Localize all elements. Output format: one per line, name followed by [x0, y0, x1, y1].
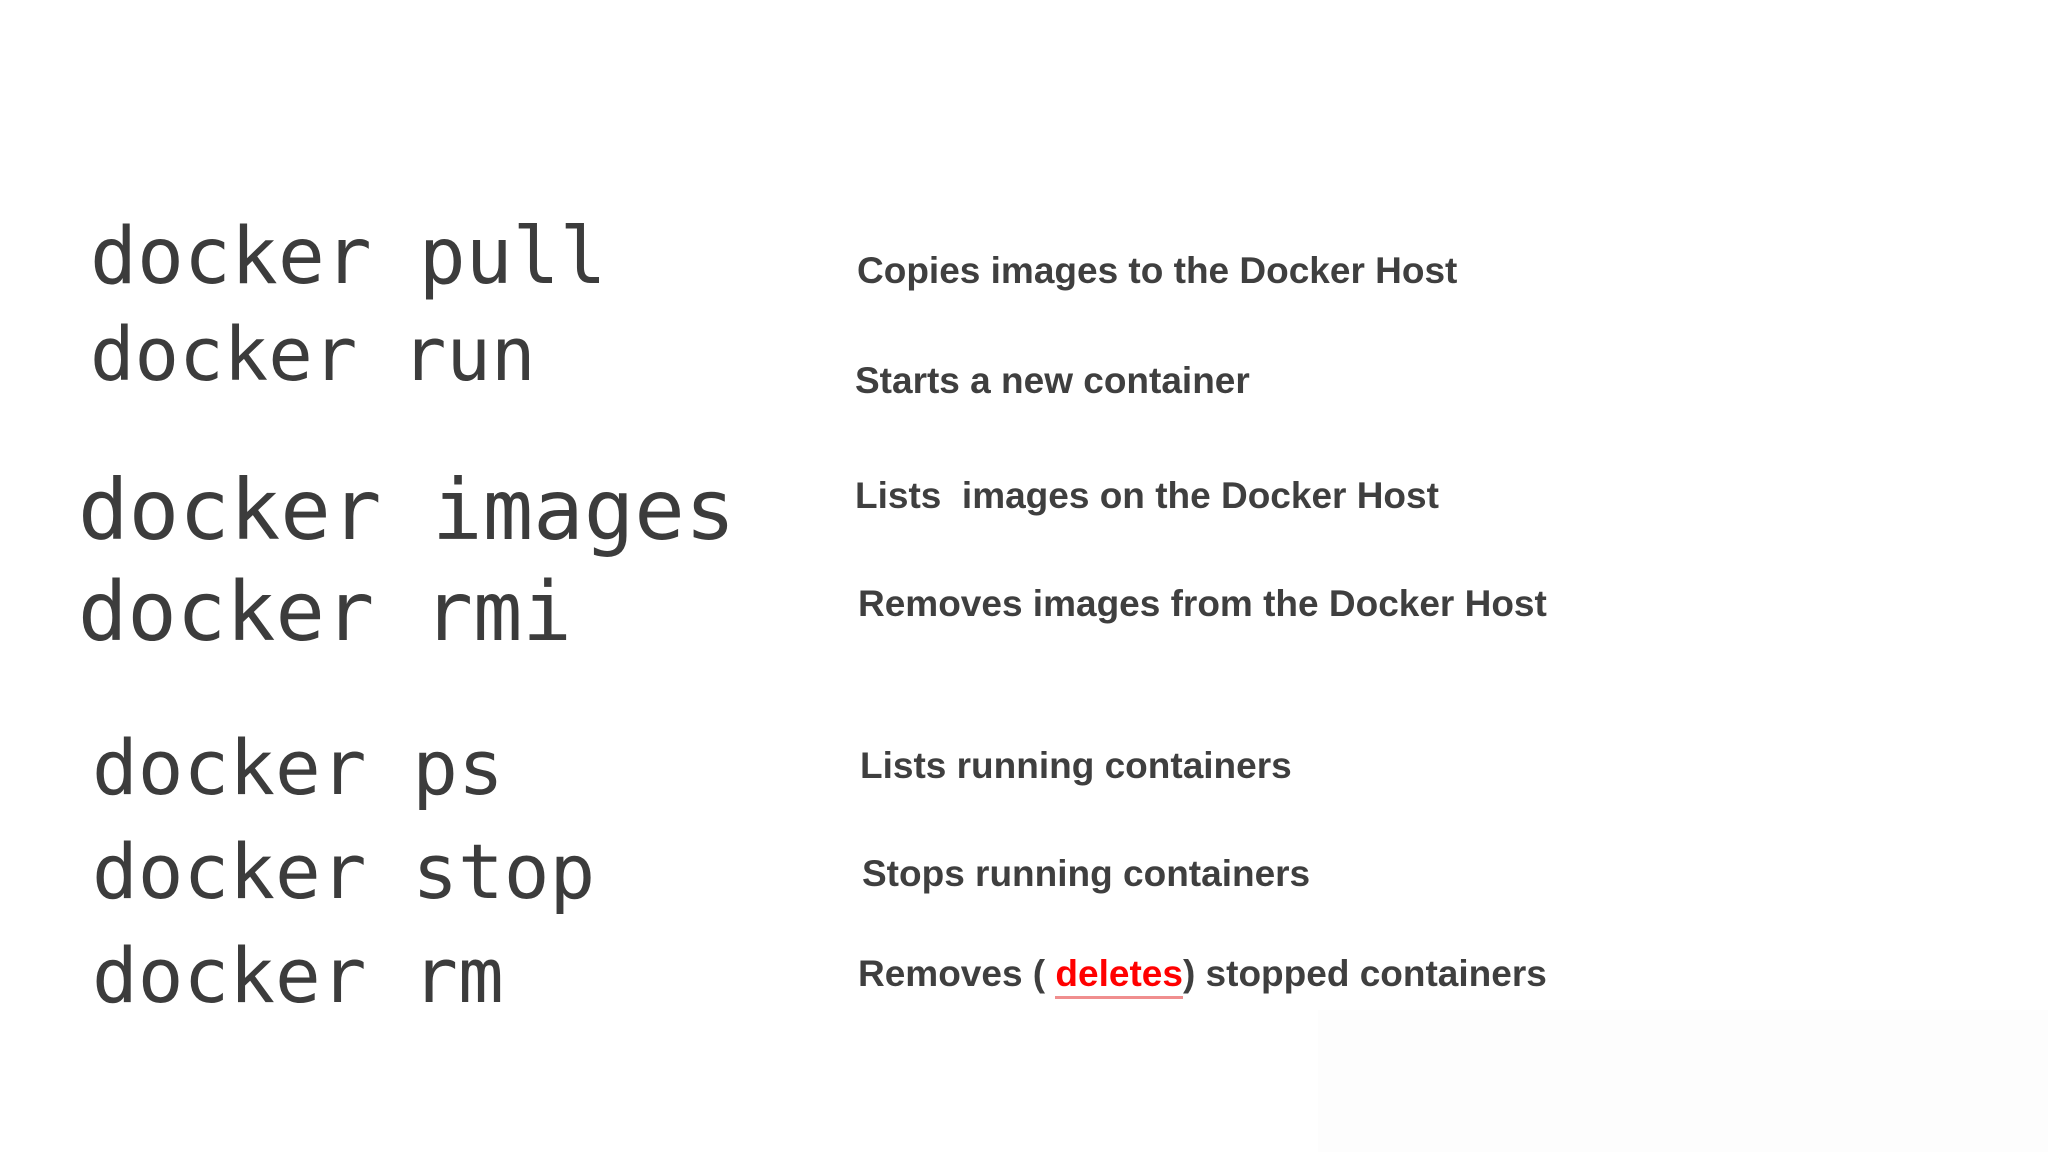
deletes-highlight: deletes: [1055, 953, 1183, 999]
description-docker-rmi: Removes images from the Docker Host: [858, 583, 1547, 624]
command-docker-rm: docker rm: [92, 931, 504, 1020]
description-docker-run: Starts a new container: [855, 360, 1250, 401]
description-docker-pull: Copies images to the Docker Host: [857, 250, 1458, 291]
description-prefix: Removes (: [858, 953, 1056, 994]
description-docker-images: Lists images on the Docker Host: [855, 475, 1439, 516]
description-docker-stop: Stops running containers: [862, 853, 1311, 894]
command-docker-images: docker images: [78, 461, 736, 559]
command-docker-stop: docker stop: [92, 827, 596, 916]
description-suffix: ) stopped containers: [1182, 953, 1547, 994]
command-docker-rmi: docker rmi: [78, 565, 572, 660]
description-docker-ps: Lists running containers: [860, 745, 1292, 786]
command-docker-ps: docker ps: [92, 723, 504, 812]
command-docker-pull: docker pull: [90, 212, 607, 302]
command-docker-run: docker run: [90, 312, 536, 398]
background-panel: [1318, 1010, 2048, 1152]
description-docker-rm: Removes ( deletes) stopped containers: [858, 953, 1547, 999]
